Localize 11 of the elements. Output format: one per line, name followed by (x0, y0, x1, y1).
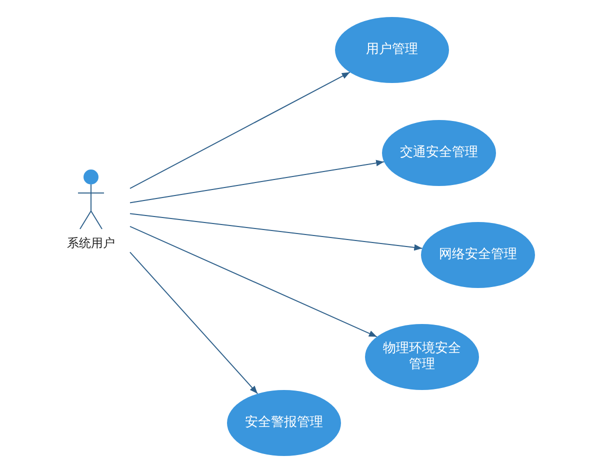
actor-label: 系统用户 (66, 235, 116, 252)
arrow (130, 72, 350, 189)
use-case-ellipse: 用户管理 (335, 17, 449, 83)
arrow (130, 226, 378, 338)
use-case-ellipse: 网络安全管理 (421, 222, 535, 288)
use-case-ellipse: 物理环境安全管理 (365, 324, 479, 390)
arrow (130, 213, 423, 251)
use-case-ellipse: 安全警报管理 (227, 390, 341, 456)
arrow (130, 252, 258, 394)
arrow (130, 160, 385, 204)
use-case-ellipse: 交通安全管理 (382, 120, 496, 186)
